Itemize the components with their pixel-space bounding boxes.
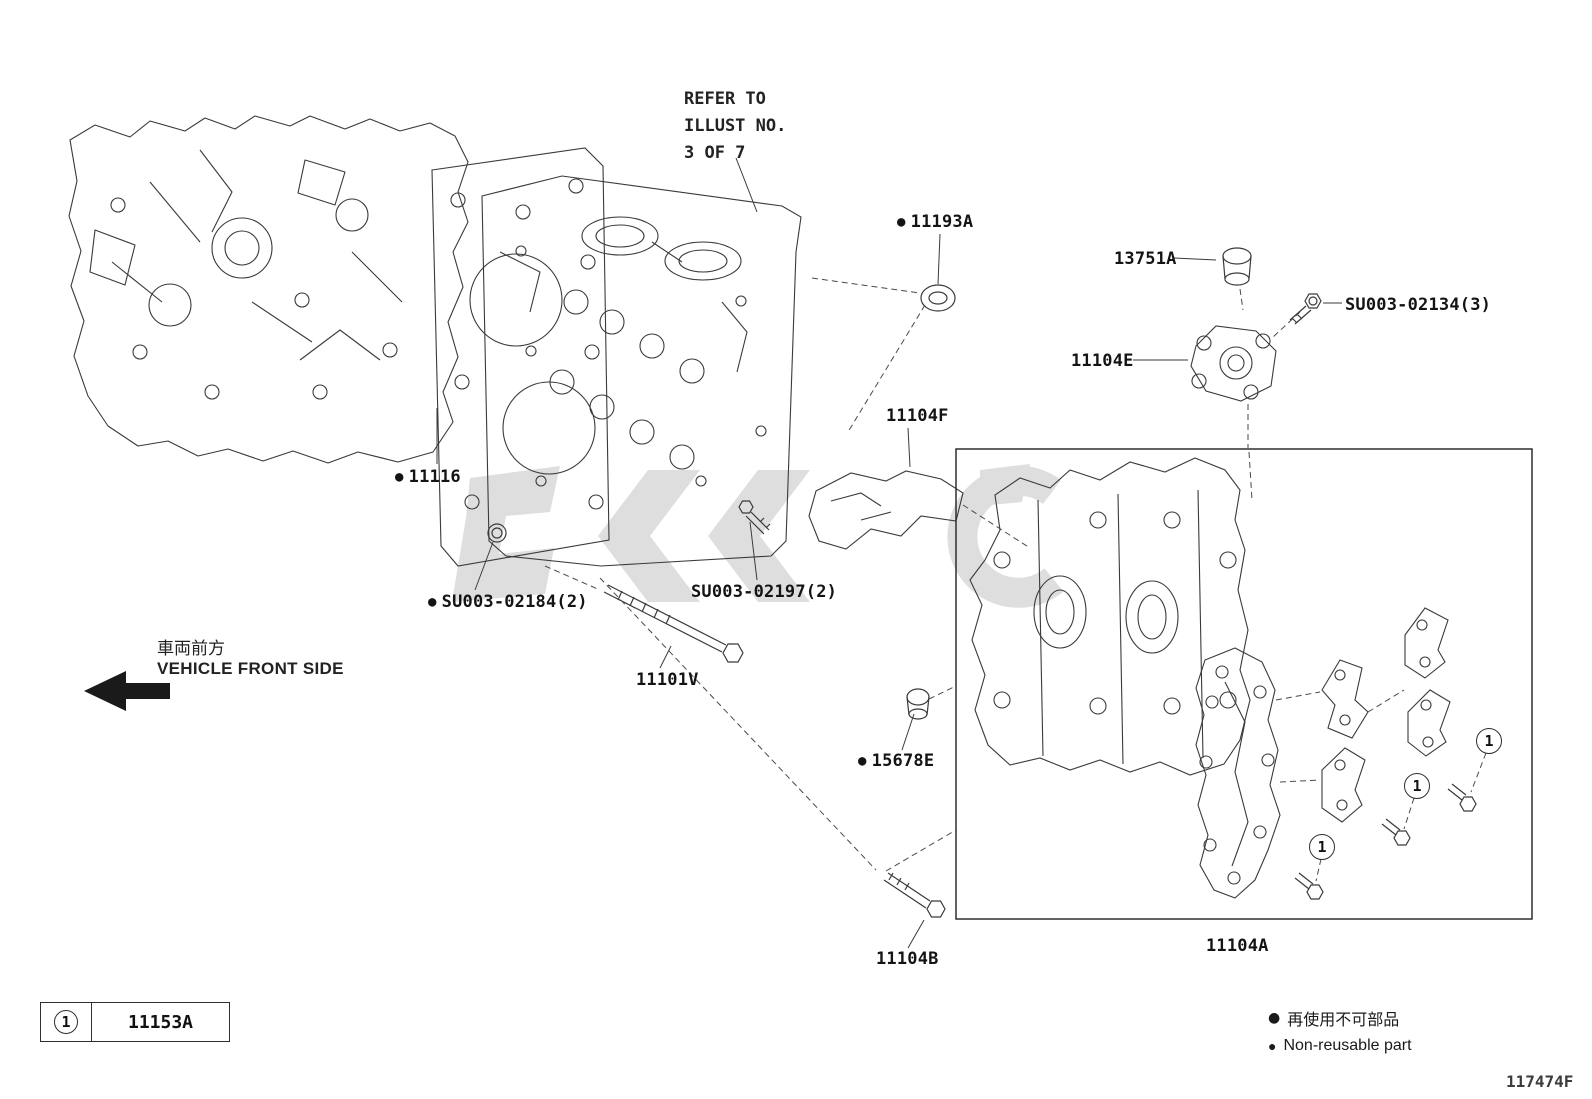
non-reusable-dot: ● xyxy=(395,469,404,485)
part-number: 11104A xyxy=(1206,936,1269,956)
footnotes: ● 再使用不可部品 ● Non-reusable part xyxy=(1268,1006,1412,1055)
legend-box: 1 11153A xyxy=(40,1002,230,1042)
assembly-frame-box xyxy=(955,448,1533,920)
head-gasket-art xyxy=(431,147,610,567)
cam-seal-art xyxy=(920,284,956,312)
plug-13751A-art xyxy=(1222,247,1252,286)
part-label-15678E: ● 15678E xyxy=(858,751,934,771)
front-side-label-jp: 車両前方 xyxy=(157,639,225,659)
footnote-jp: ● 再使用不可部品 xyxy=(1268,1006,1412,1030)
callout-1-marker: 1 xyxy=(54,1010,78,1034)
part-number: SU003-02134(3) xyxy=(1345,295,1492,315)
part-label-su003-02184: ● SU003-02184(2) xyxy=(428,592,588,612)
part-number: SU003-02197(2) xyxy=(691,582,838,602)
part-label-su003-02134: SU003-02134(3) xyxy=(1345,295,1491,315)
non-reusable-dot: ● xyxy=(1268,1010,1281,1026)
part-label-11193A: ● 11193A xyxy=(897,212,973,232)
legend-part-number: 11153A xyxy=(127,1011,194,1033)
part-label-su003-02197: SU003-02197(2) xyxy=(691,582,837,602)
footnote-jp-text: 再使用不可部品 xyxy=(1287,1010,1400,1029)
footnote-en-text: Non-reusable part xyxy=(1283,1037,1412,1054)
part-label-11104B: 11104B xyxy=(876,949,939,969)
footnote-en: ● Non-reusable part xyxy=(1268,1037,1412,1055)
bolt-su003-02134-art xyxy=(1289,293,1322,325)
callout-1-marker: 1 xyxy=(1404,773,1430,799)
part-number: 11116 xyxy=(408,467,461,487)
non-reusable-dot: ● xyxy=(428,594,437,610)
part-label-13751A: 13751A xyxy=(1114,249,1177,269)
cylinder-head-art xyxy=(481,175,802,567)
chain-guide-brackets-art xyxy=(1321,607,1451,823)
baffle-11104F-art xyxy=(808,470,964,550)
dashed-lines xyxy=(544,277,1487,882)
part-number: 15678E xyxy=(871,751,935,771)
bolt-11101V-art xyxy=(603,584,744,663)
pump-11104E-art xyxy=(1190,325,1277,402)
non-reusable-dot: ● xyxy=(858,753,867,769)
engine-block-left-art xyxy=(68,115,469,464)
callout-1-marker: 1 xyxy=(1476,728,1502,754)
part-label-11116: ● 11116 xyxy=(395,467,461,487)
part-number: 11104F xyxy=(886,406,949,426)
bolt-su003-02197-art xyxy=(738,500,771,535)
leader-lines xyxy=(436,157,1342,949)
legend-callout-cell: 1 xyxy=(41,1003,92,1041)
part-number: SU003-02184(2) xyxy=(441,592,588,612)
part-number: 11104B xyxy=(876,949,939,969)
vehicle-front-arrow xyxy=(84,671,170,711)
drawing-number: 117474F xyxy=(1506,1072,1574,1091)
watermark xyxy=(452,464,1064,608)
part-number: 11101V xyxy=(636,670,699,690)
part-label-11104E: 11104E xyxy=(1071,351,1134,371)
non-reusable-dot: ● xyxy=(897,214,906,230)
part-label-11104F: 11104F xyxy=(886,406,949,426)
plug-15678E-art xyxy=(906,688,930,720)
non-reusable-dot: ● xyxy=(1268,1038,1277,1054)
part-number: 13751A xyxy=(1114,249,1177,269)
part-number: 11104E xyxy=(1071,351,1134,371)
part-number: 11193A xyxy=(910,212,974,232)
part-label-11104A: 11104A xyxy=(1206,936,1269,956)
cylinder-block-art xyxy=(969,457,1251,776)
callout-1-marker: 1 xyxy=(1309,834,1335,860)
oring-su003-02184-art xyxy=(487,523,507,543)
bolt-11104B-art xyxy=(883,872,946,918)
callout-bolts-art xyxy=(1294,783,1477,900)
refer-note: REFER TO ILLUST NO. 3 OF 7 xyxy=(684,89,787,163)
front-side-label-en: VEHICLE FRONT SIDE xyxy=(157,659,344,678)
chain-cover-art xyxy=(1195,647,1281,899)
part-label-11101V: 11101V xyxy=(636,670,699,690)
